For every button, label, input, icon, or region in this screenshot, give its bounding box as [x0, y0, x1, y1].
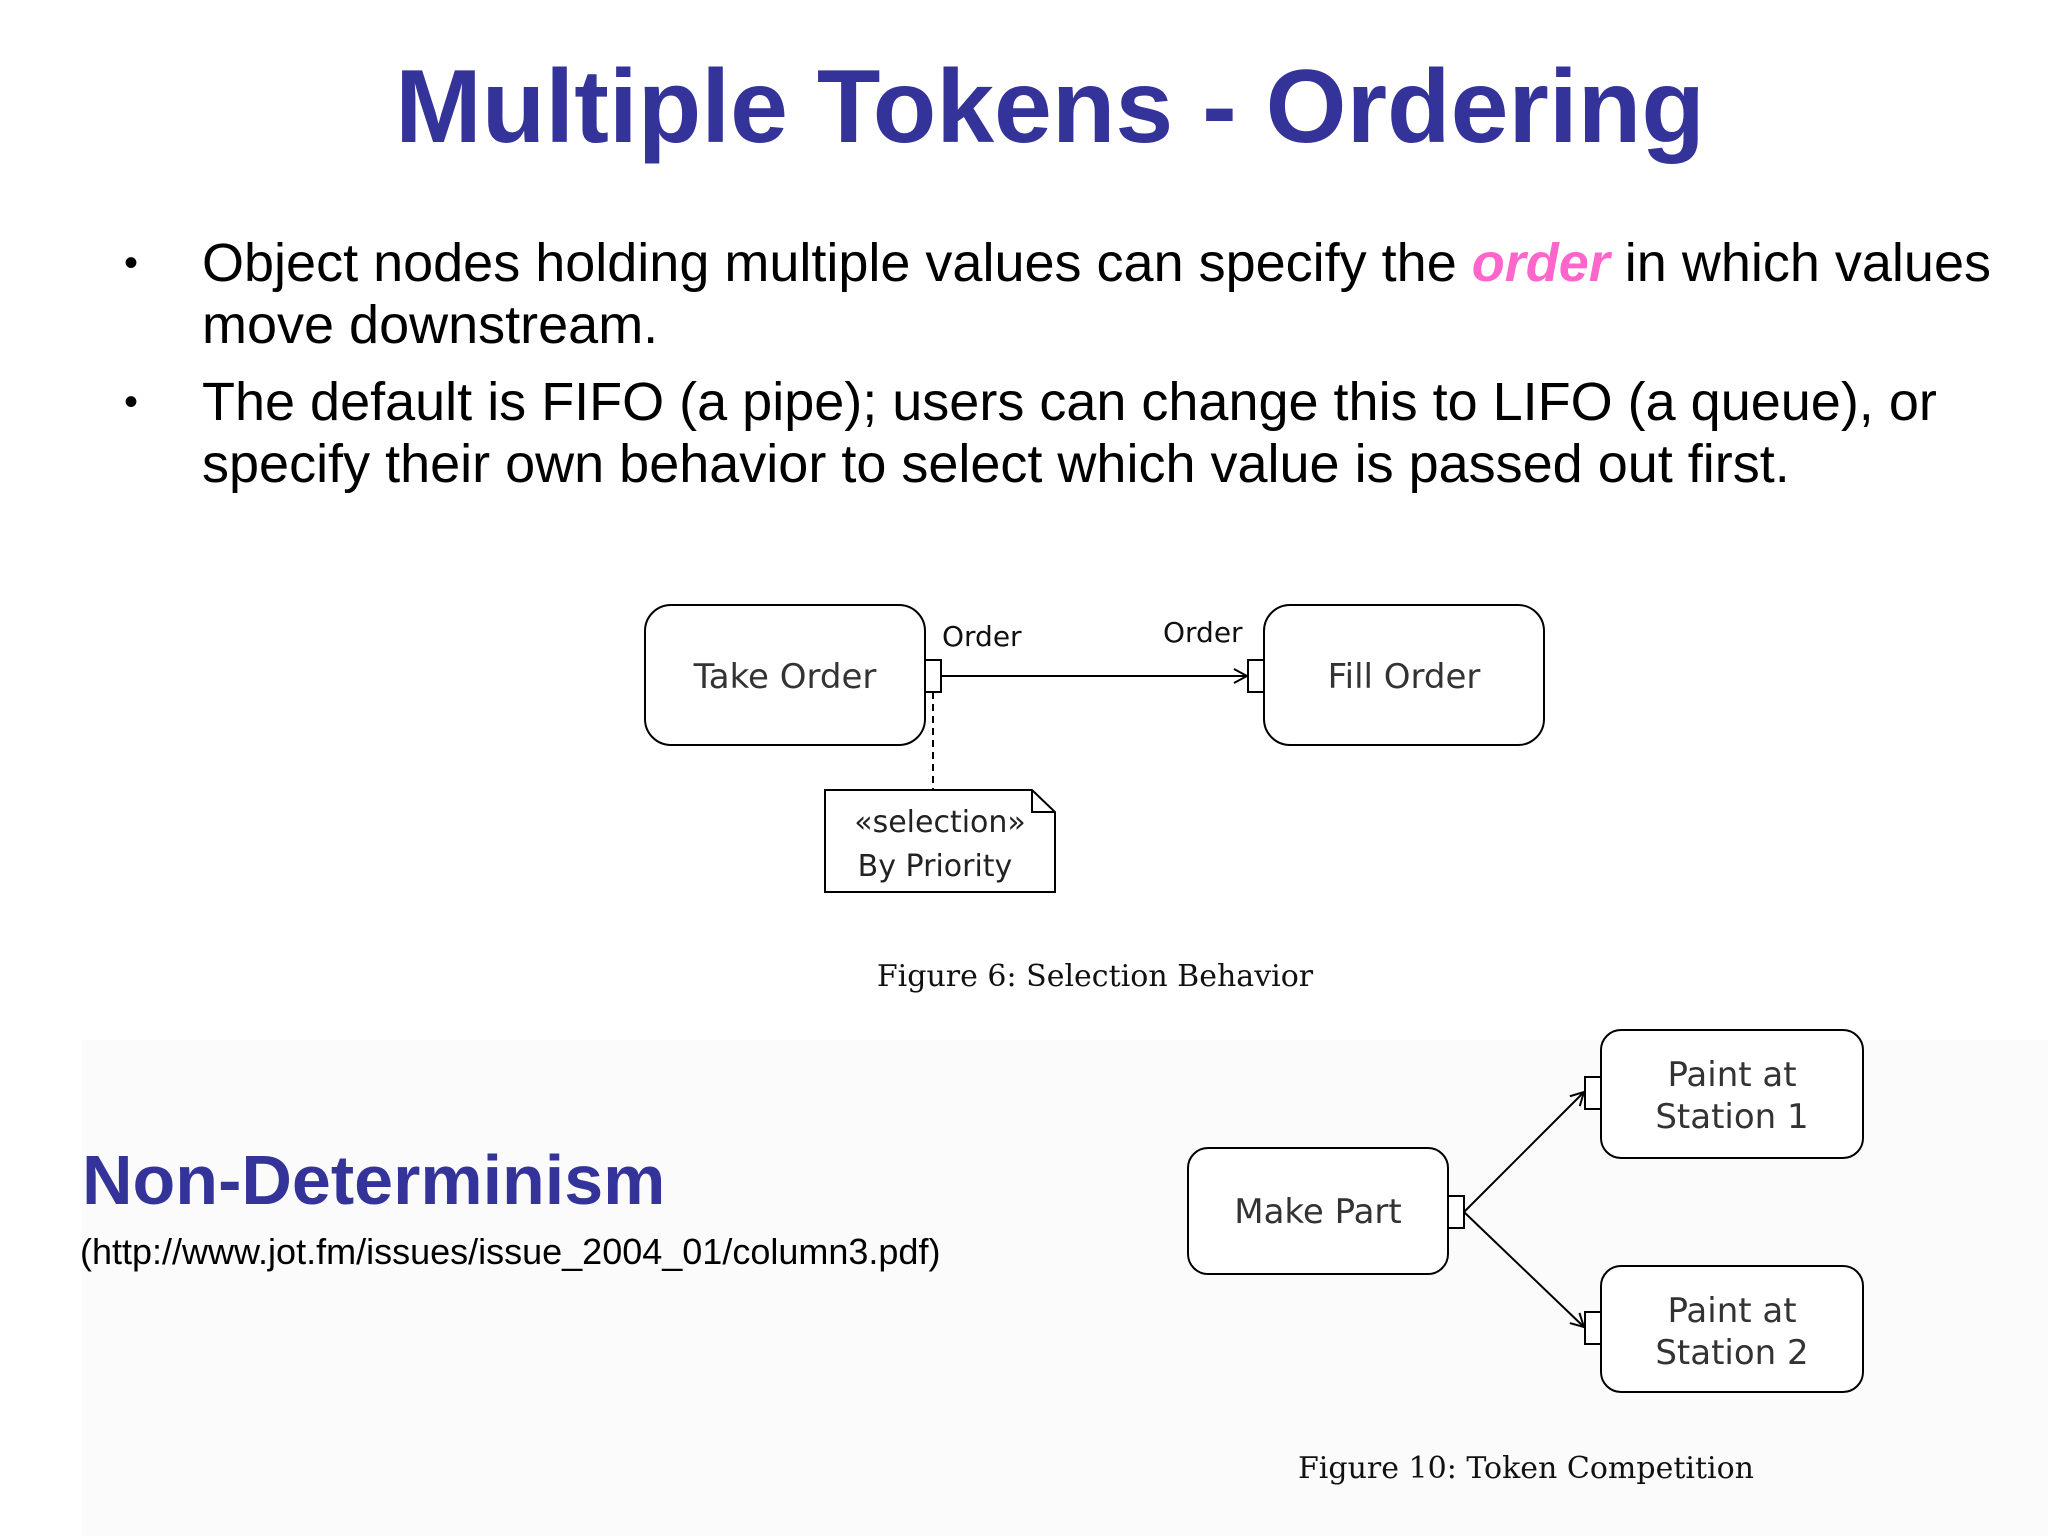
figure-token-competition: Make Part Paint at Station 1 Paint at St… — [1187, 1029, 1864, 1486]
flow-to-station-1 — [1463, 1092, 1584, 1213]
fill-order-label: Fill Order — [1328, 657, 1481, 697]
bullet-list: • Object nodes holding multiple values c… — [120, 232, 2020, 510]
note-text: By Priority — [858, 849, 1013, 884]
paint-station-1-line1: Paint at — [1667, 1055, 1796, 1095]
input-pin — [1247, 659, 1265, 693]
source-url: (http://www.jot.fm/issues/issue_2004_01/… — [80, 1231, 941, 1272]
bullet-dot-icon: • — [124, 380, 139, 424]
emphasized-word: order — [1471, 233, 1610, 293]
make-part-label: Make Part — [1234, 1192, 1402, 1232]
station-2-input-pin — [1584, 1311, 1602, 1345]
take-order-label: Take Order — [693, 657, 877, 697]
section-heading: Non-Determinism — [82, 1141, 666, 1219]
bullet-text-end: in which values move downstream. — [202, 233, 1991, 355]
figure10-caption: Figure 10: Token Competition — [1298, 1451, 1754, 1486]
paint-station-2-action — [1600, 1265, 1864, 1393]
input-pin-label: Order — [1163, 616, 1243, 649]
output-pin-label: Order — [942, 620, 1022, 653]
note-fold — [1031, 790, 1055, 813]
note-stereotype: «selection» — [854, 805, 1026, 840]
paint-station-2-line1: Paint at — [1667, 1291, 1796, 1331]
figure6-caption: Figure 6: Selection Behavior — [877, 959, 1314, 994]
paint-station-1-line2: Station 1 — [1655, 1097, 1808, 1137]
figure-selection-behavior: Take Order Order Order Fill Order «selec… — [644, 604, 1545, 994]
bullet-item: • Object nodes holding multiple values c… — [120, 232, 2020, 356]
bullet-text-start: Object nodes holding multiple values can… — [202, 233, 1472, 293]
slide-title: Multiple Tokens - Ordering — [395, 49, 1705, 165]
bullet-item: • The default is FIFO (a pipe); users ca… — [120, 371, 2020, 495]
bullet-dot-icon: • — [124, 241, 139, 285]
flow-to-station-2 — [1463, 1211, 1584, 1327]
output-pin — [924, 659, 942, 693]
fill-order-action — [1263, 604, 1545, 746]
paint-station-2-line2: Station 2 — [1655, 1333, 1808, 1373]
bullet-text: The default is FIFO (a pipe); users can … — [202, 372, 1937, 494]
make-part-output-pin — [1447, 1195, 1465, 1229]
selection-note — [824, 789, 1056, 893]
station-1-input-pin — [1584, 1076, 1602, 1110]
paint-station-1-action — [1600, 1029, 1864, 1159]
